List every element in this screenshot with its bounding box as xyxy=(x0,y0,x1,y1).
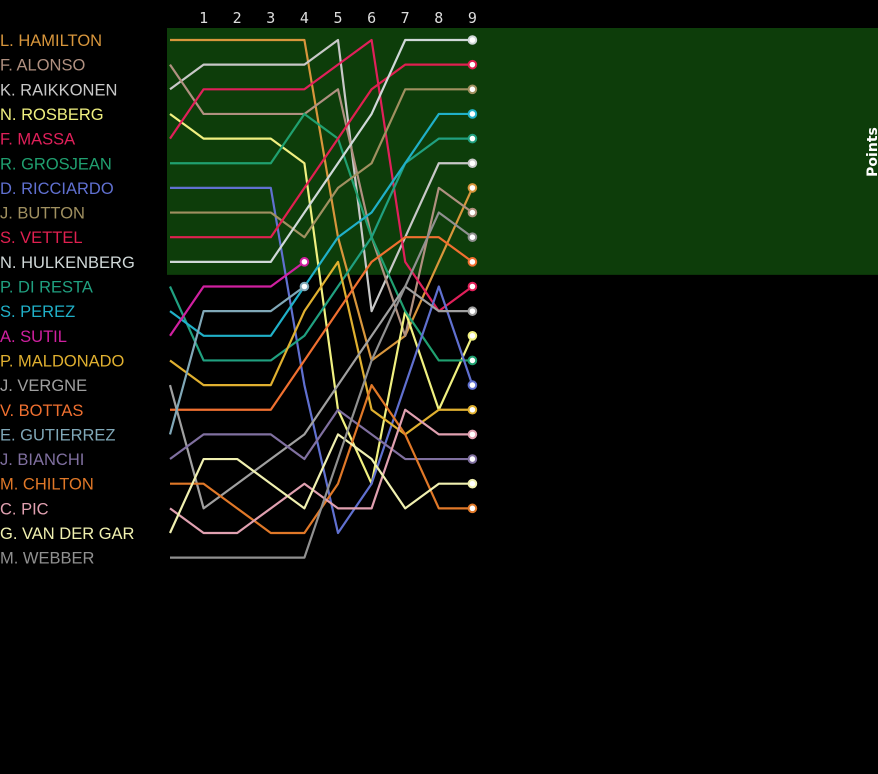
series-end-marker xyxy=(467,183,478,193)
driver-label: E. GUTIERREZ xyxy=(0,426,116,444)
series-end-marker xyxy=(467,207,478,218)
x-tick-label: 1 xyxy=(199,9,208,27)
driver-label: K. RAIKKONEN xyxy=(0,81,117,99)
series-end-marker xyxy=(467,478,478,489)
series-line xyxy=(169,408,473,535)
driver-label: F. ALONSO xyxy=(0,57,85,75)
series-line xyxy=(169,38,474,313)
driver-label: J. BIANCHI xyxy=(0,451,84,469)
series-end-marker xyxy=(467,109,478,119)
driver-label: G. VAN DER GAR xyxy=(0,525,135,543)
series-line xyxy=(169,408,473,461)
series-end-marker xyxy=(467,59,478,70)
series-line xyxy=(169,260,306,337)
x-tick-label: 8 xyxy=(434,9,443,27)
series-end-marker xyxy=(467,380,478,390)
driver-label: L. HAMILTON xyxy=(0,32,102,50)
series-end-marker xyxy=(467,429,478,440)
driver-label: N. ROSBERG xyxy=(0,106,104,124)
series-end-marker xyxy=(467,281,478,292)
top-ten-band xyxy=(167,28,878,275)
series-line xyxy=(170,211,474,559)
driver-label: M. WEBBER xyxy=(0,550,95,568)
axis-title: Points xyxy=(865,127,878,177)
driver-label: J. VERGNE xyxy=(0,377,87,395)
series-line xyxy=(170,186,474,535)
series-end-marker xyxy=(467,84,478,95)
driver-label: N. HULKENBERG xyxy=(0,254,135,272)
series-end-marker xyxy=(467,355,478,366)
series-line xyxy=(169,112,473,337)
series-end-marker xyxy=(467,133,478,144)
series-line xyxy=(168,433,473,534)
series-line xyxy=(169,38,473,313)
series-end-marker xyxy=(299,281,310,292)
x-tick-label: 6 xyxy=(367,9,376,27)
series-end-marker xyxy=(467,158,478,169)
series-line xyxy=(169,64,474,337)
series-end-marker xyxy=(467,454,478,464)
driver-label: C. PIC xyxy=(0,500,49,518)
x-tick-label: 4 xyxy=(300,9,309,27)
driver-label: F. MASSA xyxy=(0,131,75,149)
series-end-marker xyxy=(467,306,478,316)
x-tick-label: 5 xyxy=(333,9,342,27)
x-tick-label: 9 xyxy=(468,9,477,27)
x-tick-label: 2 xyxy=(233,9,242,27)
driver-label: M. CHILTON xyxy=(0,476,94,494)
driver-label: D. RICCIARDO xyxy=(0,180,114,198)
series-end-marker xyxy=(467,257,478,267)
series-line xyxy=(170,88,473,239)
x-tick-label: 7 xyxy=(401,9,410,27)
series-end-marker xyxy=(299,257,310,267)
driver-label: R. GROSJEAN xyxy=(0,155,112,173)
driver-label: V. BOTTAS xyxy=(0,402,83,420)
series-end-marker xyxy=(467,503,478,514)
series-line xyxy=(168,285,306,435)
driver-label: P. MALDONADO xyxy=(0,352,125,370)
series-end-marker xyxy=(467,35,478,45)
driver-label: S. PEREZ xyxy=(0,303,75,321)
series-line xyxy=(170,38,473,263)
x-tick-label: 3 xyxy=(266,9,275,27)
series-line xyxy=(170,63,473,239)
driver-label: A. SUTIL xyxy=(0,328,67,346)
driver-label: P. DI RESTA xyxy=(0,279,93,297)
series-end-marker xyxy=(467,331,478,341)
driver-label: S. VETTEL xyxy=(0,229,83,247)
driver-label: J. BUTTON xyxy=(0,205,85,223)
series-end-marker xyxy=(467,232,478,242)
series-end-marker xyxy=(467,404,478,415)
series-line xyxy=(168,137,473,362)
series-line xyxy=(170,236,474,411)
